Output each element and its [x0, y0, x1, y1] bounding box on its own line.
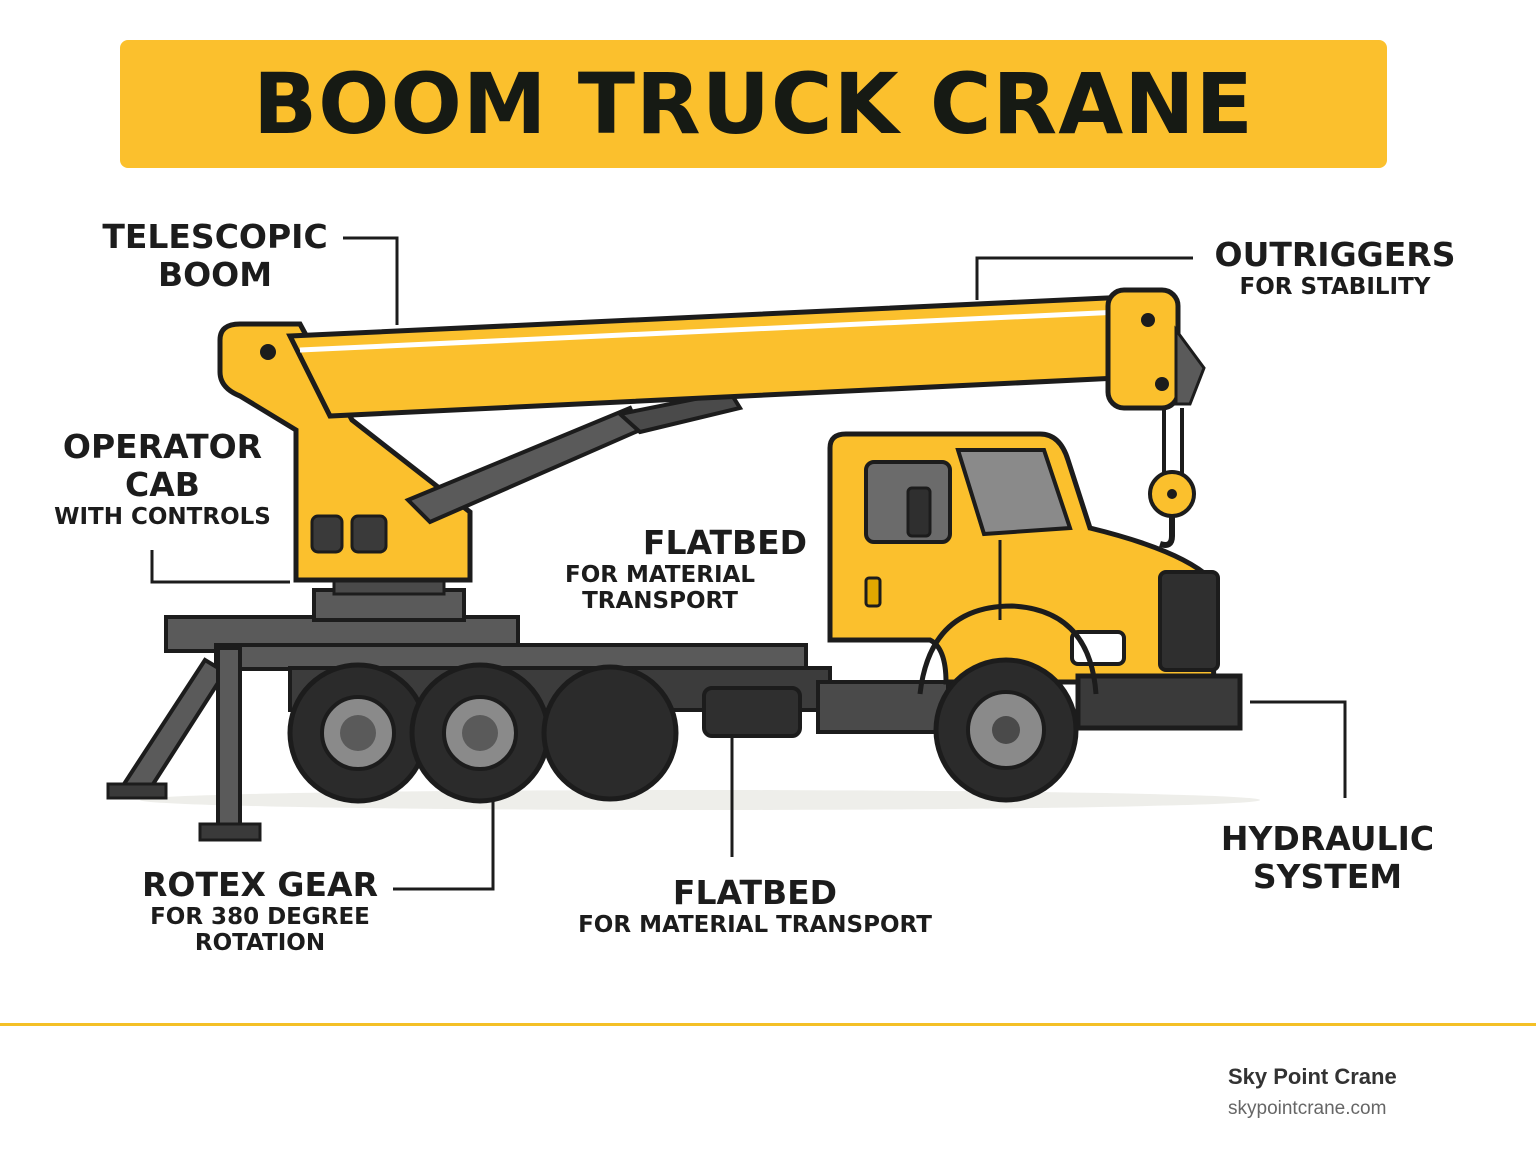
hydraulic-tank	[702, 686, 802, 738]
front-wheel	[933, 657, 1079, 803]
label-flatbed-lower: FLATBED FOR MATERIAL TRANSPORT	[578, 873, 932, 938]
flatbed-deck	[214, 643, 808, 671]
windshield	[955, 448, 1073, 537]
label-operator-cab: OPERATOR CAB WITH CONTROLS	[54, 427, 271, 530]
brand-url: skypointcrane.com	[1228, 1098, 1387, 1119]
lift-cylinder	[404, 405, 643, 525]
leader-operator-cab	[150, 550, 290, 584]
label-telescopic-boom: TELESCOPIC BOOM	[102, 217, 328, 294]
operator-window-1	[310, 514, 344, 554]
leader-rotex-gear	[393, 800, 495, 891]
operator-window-2	[350, 514, 388, 554]
fuel-step	[816, 680, 950, 734]
ground-shadow	[140, 790, 1260, 810]
label-hydraulic-system: HYDRAULIC SYSTEM	[1220, 819, 1435, 896]
crane-column	[217, 321, 473, 583]
leader-telescopic-boom	[343, 236, 399, 325]
headlight	[1070, 630, 1126, 666]
leader-lines	[150, 236, 1347, 891]
front-bumper	[1075, 673, 1243, 731]
boom-head	[1105, 287, 1181, 411]
title-banner: BOOM TRUCK CRANE	[120, 40, 1387, 168]
label-outriggers: OUTRIGGERS FOR STABILITY	[1214, 235, 1456, 300]
page-title: BOOM TRUCK CRANE	[253, 55, 1254, 153]
column-pivot	[260, 344, 276, 360]
outrigger-legs	[106, 646, 262, 842]
door-handle	[864, 576, 882, 608]
front-fender	[917, 603, 1099, 695]
footer-divider	[0, 1023, 1536, 1026]
side-mirror	[906, 486, 932, 538]
brand-name: Sky Point Crane	[1228, 1064, 1397, 1089]
leader-hydraulic-system	[1250, 700, 1347, 798]
leader-outriggers	[975, 256, 1193, 300]
label-flatbed-upper: FLATBED FOR MATERIAL TRANSPORT	[564, 523, 808, 615]
crane-hook	[1148, 408, 1196, 548]
grille	[1158, 570, 1220, 672]
label-rotex-gear: ROTEX GEAR FOR 380 DEGREE ROTATION	[141, 865, 379, 957]
rear-wheels	[287, 662, 679, 804]
